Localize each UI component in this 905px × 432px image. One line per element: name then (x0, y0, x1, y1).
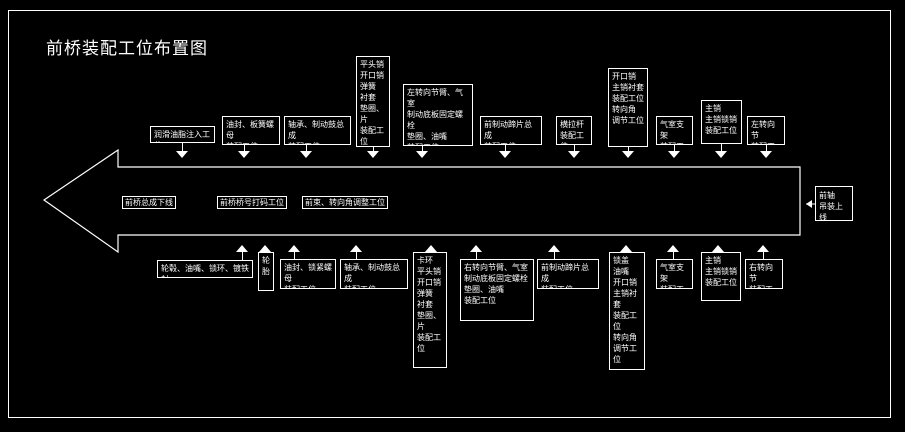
bottom-station-hub: 轮毂、油嘴、锁环、镀铁封 (157, 260, 253, 278)
arrow-label-offline: 前桥总成下线 (122, 196, 176, 209)
arrow-label-marking: 前桥桥号打码工位 (217, 196, 287, 209)
bottom-station-right-knuckle: 右转向节 装配工位 (745, 259, 783, 289)
bottom-station-brake-shoe: 前制动蹄片总成 装配工位 (537, 259, 599, 289)
top-station-left-knuckle: 左转向节 装配工位 (747, 116, 785, 145)
top-station-chamber-bracket-l: 气室支架 装配工位 (656, 116, 693, 145)
arrow-label-toe-adjust: 前束、转向角调整工位 (302, 196, 388, 209)
bottom-station-kingpin-bushing: 锁盖 油嘴 开口销 主销衬套 装配工位 转向角 调节工位 (609, 252, 645, 370)
top-station-oil-seal: 油封、板簧螺母 装配工位 (222, 116, 280, 145)
top-station-bearing-drum: 轴承、制动鼓总成 装配工位 (284, 116, 351, 145)
front-axle-loading-box: 前轴 吊装上线 (815, 186, 853, 222)
top-station-kingpin-l: 主销 主销锁销 装配工位 (701, 100, 742, 144)
bottom-station-kingpin-r: 主销 主销锁销 装配工位 (701, 252, 741, 301)
top-station-left-knuckle-arm: 左转向节臂、气室 制动底板固定螺栓 垫圈、油嘴 装配工位 (403, 84, 473, 146)
top-station-brake-shoe: 前制动蹄片总成 装配工位 (480, 116, 542, 145)
top-station-lubrication: 润滑油脂注入工位 (150, 126, 215, 143)
bottom-station-oil-seal: 油封、锁紧螺母 装配工位 (280, 259, 336, 289)
bottom-station-chamber-bracket-r: 气室支架 装配工位 (656, 259, 693, 289)
bottom-station-bearing-drum: 轴承、制动鼓总成 装配工位 (340, 259, 408, 289)
bottom-station-snap-ring: 卡环 平头销 开口销 弹簧 衬套 垫圈、片 装配工位 (413, 252, 447, 368)
page-title: 前桥装配工位布置图 (46, 39, 208, 59)
drawing-frame (8, 10, 891, 418)
top-station-flat-pin: 平头销 开口销 弹簧 衬套 垫圈、片 装配工位 (356, 56, 390, 147)
bottom-station-tire: 轮胎 (258, 252, 274, 291)
bottom-station-right-knuckle-arm: 右转向节臂、气室 制动底板固定螺栓 垫圈、油嘴 装配工位 (460, 259, 534, 321)
top-station-kingpin-bushing: 开口销 主销衬套 装配工位 转向角 调节工位 (608, 68, 648, 147)
top-station-tie-rod: 横拉杆 装配工位 (556, 116, 592, 145)
